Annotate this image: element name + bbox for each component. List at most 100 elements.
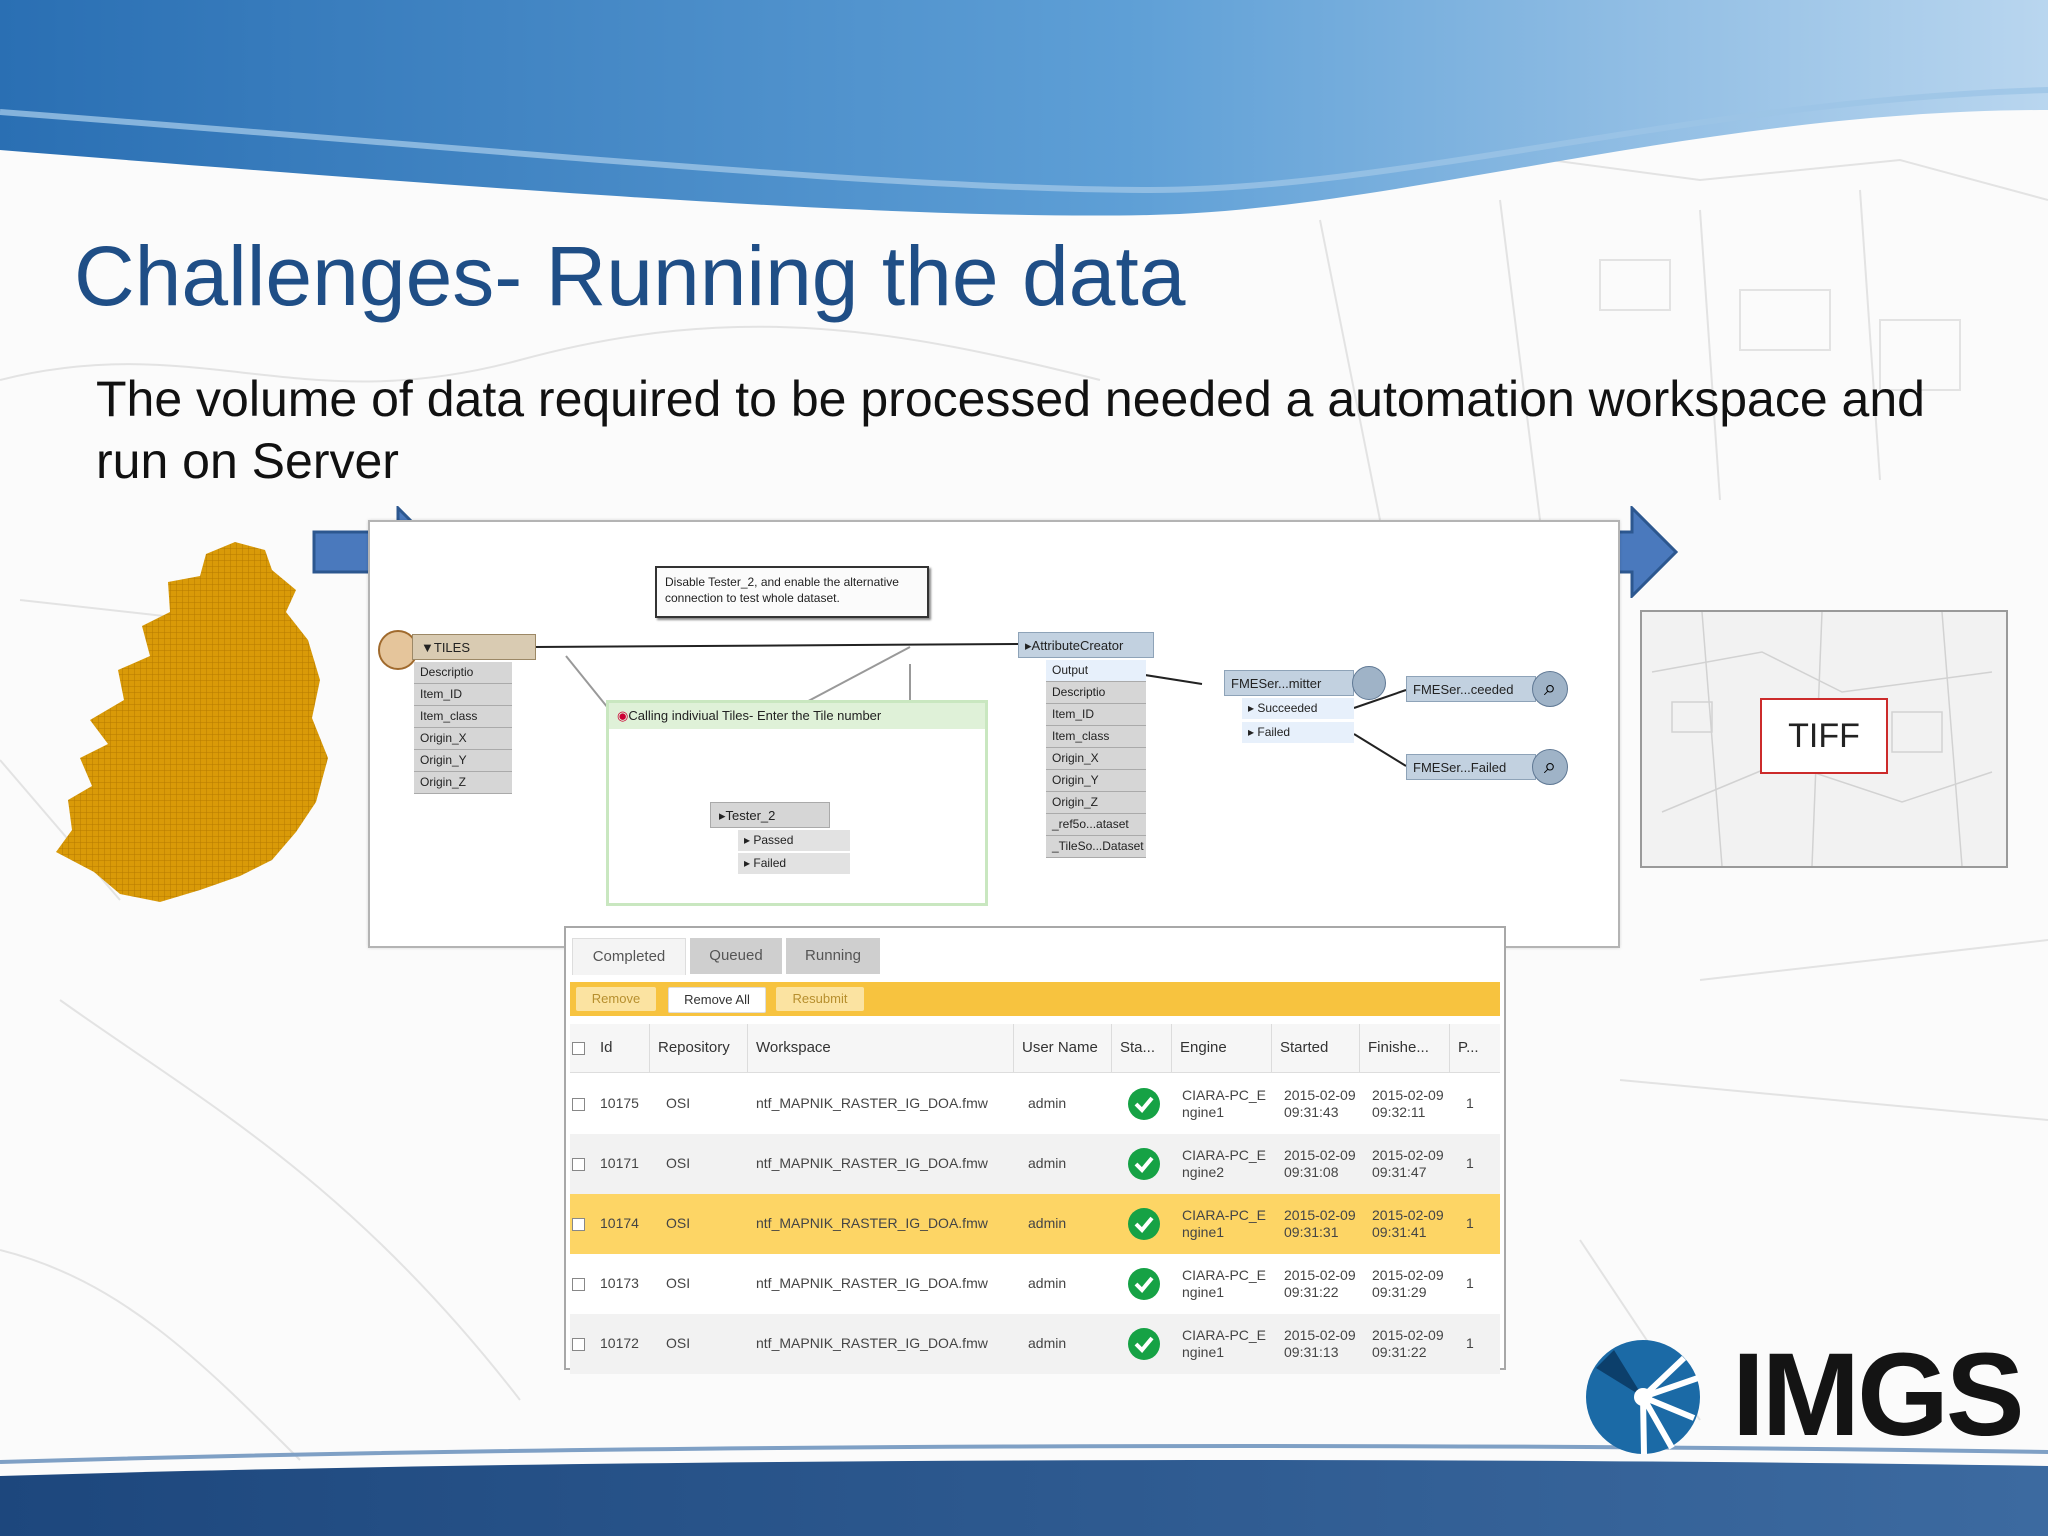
job-workspace: ntf_MAPNIK_RASTER_IG_DOA.fmw <box>756 1275 988 1291</box>
imgs-logo-text: IMGS <box>1732 1329 2025 1461</box>
row-checkbox[interactable] <box>572 1218 585 1231</box>
job-id: 10173 <box>600 1275 639 1291</box>
tab-queued[interactable]: Queued <box>690 938 782 974</box>
job-finished-time: 09:31:41 <box>1372 1224 1427 1240</box>
column-header-engine[interactable]: Engine <box>1172 1024 1272 1072</box>
attribute-creator-attribute-list: Output Descriptio Item_ID Item_class Ori… <box>1046 660 1146 858</box>
tab-completed[interactable]: Completed <box>572 938 686 975</box>
table-row[interactable]: 10175 OSI ntf_MAPNIK_RASTER_IG_DOA.fmw a… <box>570 1074 1500 1134</box>
job-started-time: 09:31:22 <box>1284 1284 1339 1300</box>
job-started-time: 09:31:31 <box>1284 1224 1339 1240</box>
tiff-label: TIFF <box>1760 698 1888 774</box>
remove-all-button[interactable]: Remove All <box>668 987 766 1013</box>
bookmark-label: Calling indiviual Tiles- Enter the Tile … <box>628 708 882 723</box>
job-user: admin <box>1028 1095 1067 1111</box>
column-header-id[interactable]: Id <box>592 1024 650 1072</box>
column-header-user-name[interactable]: User Name <box>1014 1024 1112 1072</box>
table-row[interactable]: 10172 OSI ntf_MAPNIK_RASTER_IG_DOA.fmw a… <box>570 1314 1500 1374</box>
tab-running[interactable]: Running <box>786 938 880 974</box>
bookmark-icon: ◉ <box>617 708 629 723</box>
job-engine-line: ngine1 <box>1182 1284 1225 1300</box>
job-started-date: 2015-02-09 <box>1284 1147 1356 1163</box>
fme-workbench-canvas[interactable]: Disable Tester_2, and enable the alterna… <box>368 520 1620 948</box>
submitter-port-label: Succeeded <box>1257 701 1318 715</box>
success-check-icon <box>1128 1328 1160 1360</box>
table-row[interactable]: 10173 OSI ntf_MAPNIK_RASTER_IG_DOA.fmw a… <box>570 1254 1500 1314</box>
tiles-reader-name: TILES <box>433 640 470 655</box>
row-checkbox[interactable] <box>572 1158 585 1171</box>
raster-thumbnail <box>1651 612 1993 866</box>
tiles-attr: Item_ID <box>414 684 512 706</box>
job-id: 10171 <box>600 1155 639 1171</box>
row-checkbox[interactable] <box>572 1278 585 1291</box>
jobs-panel: Completed Queued Running Remove Remove A… <box>564 926 1506 1374</box>
attribute-creator-attr: Descriptio <box>1046 682 1146 704</box>
table-row[interactable]: 10174 OSI ntf_MAPNIK_RASTER_IG_DOA.fmw a… <box>570 1194 1500 1254</box>
inspector-failed[interactable]: FMESer...Failed <box>1406 754 1536 780</box>
select-all-checkbox[interactable] <box>572 1042 585 1055</box>
job-priority: 1 <box>1466 1095 1474 1111</box>
tiff-output-preview: TIFF <box>1640 610 2008 868</box>
row-checkbox[interactable] <box>572 1098 585 1111</box>
job-submitter[interactable]: FMESer...mitter <box>1224 670 1354 696</box>
column-header-workspace[interactable]: Workspace <box>748 1024 1014 1072</box>
job-engine-line: ngine1 <box>1182 1224 1225 1240</box>
job-engine-line: CIARA-PC_E <box>1182 1147 1267 1163</box>
tiles-reader[interactable]: ▼TILES <box>412 634 536 660</box>
job-repository: OSI <box>666 1095 691 1111</box>
magnifier-icon: ⌕ <box>1532 749 1568 785</box>
job-started-time: 09:31:13 <box>1284 1344 1339 1360</box>
inspector-succeeded[interactable]: FMESer...ceeded <box>1406 676 1536 702</box>
tiles-attr: Descriptio <box>414 662 512 684</box>
resubmit-button[interactable]: Resubmit <box>776 987 864 1011</box>
workbench-connections <box>533 643 1407 835</box>
job-priority: 1 <box>1466 1215 1474 1231</box>
job-finished-time: 09:31:47 <box>1372 1164 1427 1180</box>
job-finished-date: 2015-02-09 <box>1372 1327 1444 1343</box>
tester-port[interactable]: ▸ Failed <box>738 853 850 874</box>
tester-transformer[interactable]: ▸Tester_2 <box>710 802 830 828</box>
job-engine-line: ngine1 <box>1182 1104 1225 1120</box>
attribute-creator-attr: _ref5o...ataset <box>1046 814 1146 836</box>
job-workspace: ntf_MAPNIK_RASTER_IG_DOA.fmw <box>756 1215 988 1231</box>
job-started-date: 2015-02-09 <box>1284 1327 1356 1343</box>
job-finished-date: 2015-02-09 <box>1372 1087 1444 1103</box>
job-started-date: 2015-02-09 <box>1284 1207 1356 1223</box>
submitter-port[interactable]: ▸ Succeeded <box>1242 698 1354 719</box>
job-priority: 1 <box>1466 1335 1474 1351</box>
job-engine-line: ngine2 <box>1182 1164 1225 1180</box>
annotation-note[interactable]: Disable Tester_2, and enable the alterna… <box>655 566 929 618</box>
submitter-port[interactable]: ▸ Failed <box>1242 722 1354 743</box>
remove-button[interactable]: Remove <box>576 987 656 1011</box>
table-row[interactable]: 10171 OSI ntf_MAPNIK_RASTER_IG_DOA.fmw a… <box>570 1134 1500 1194</box>
column-header-status[interactable]: Sta... <box>1112 1024 1172 1072</box>
tester-name: Tester_2 <box>725 808 776 823</box>
column-header-priority[interactable]: P... <box>1458 1039 1479 1056</box>
job-repository: OSI <box>666 1215 691 1231</box>
tester-port[interactable]: ▸ Passed <box>738 830 850 851</box>
column-header-repository[interactable]: Repository <box>650 1024 748 1072</box>
attribute-creator-attr: Output <box>1046 660 1146 682</box>
tiles-attribute-list: Descriptio Item_ID Item_class Origin_X O… <box>414 662 512 794</box>
column-header-finished[interactable]: Finishe... <box>1360 1024 1450 1072</box>
attribute-creator-attr: Item_ID <box>1046 704 1146 726</box>
column-header-started[interactable]: Started <box>1272 1024 1360 1072</box>
row-checkbox[interactable] <box>572 1338 585 1351</box>
magnifier-icon: ⌕ <box>1532 671 1568 707</box>
slide-subtitle: The volume of data required to be proces… <box>96 371 1925 489</box>
attribute-creator[interactable]: ▸AttributeCreator <box>1018 632 1154 658</box>
ireland-tiles-map <box>56 542 328 902</box>
tiles-attr: Origin_X <box>414 728 512 750</box>
job-workspace: ntf_MAPNIK_RASTER_IG_DOA.fmw <box>756 1335 988 1351</box>
